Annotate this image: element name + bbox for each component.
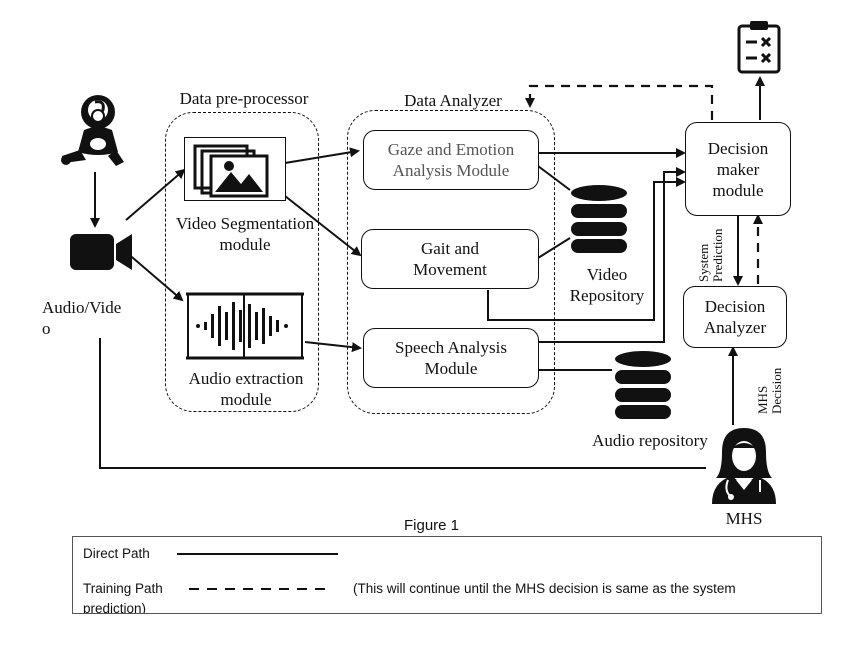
source-label: Audio/Vide o (42, 298, 122, 338)
legend-training-label: Training Path (83, 581, 163, 596)
legend-lines (177, 553, 338, 590)
checklist-icon (737, 20, 781, 74)
gait-movement-label: Gait and Movement (413, 239, 487, 279)
analyzer-group (347, 110, 555, 414)
video-repository-label: Video Repository (569, 265, 645, 305)
figure-caption: Figure 1 (404, 517, 460, 534)
arrow-camera-to-audio-extraction (125, 251, 184, 302)
audio-extraction-module: Audio extraction module (188, 369, 304, 409)
baby-icon (58, 92, 130, 170)
legend-box: Direct Path Training Path (This will con… (72, 536, 822, 614)
decision-analyzer-module: Decision Analyzer (683, 286, 787, 348)
audio-waveform-icon (186, 292, 304, 360)
database-icon (570, 184, 628, 254)
gaze-emotion-module: Gaze and Emotion Analysis Module (363, 130, 539, 190)
speech-analysis-module: Speech Analysis Module (363, 328, 539, 388)
speech-analysis-label: Speech Analysis Module (395, 338, 507, 378)
training-arrow-to-analyzer (525, 84, 714, 120)
database-icon (614, 350, 672, 420)
video-camera-icon (70, 230, 134, 274)
legend-direct-label: Direct Path (83, 546, 150, 561)
arrow-speech-to-decision (538, 167, 686, 343)
arrow-video-to-gaze (284, 147, 360, 164)
gaze-emotion-label: Gaze and Emotion Analysis Module (387, 140, 515, 180)
gait-movement-module: Gait and Movement (361, 229, 539, 289)
video-segmentation-module: Video Segmentation module (175, 214, 315, 254)
mhs-decision-label: MHS Decision (755, 367, 784, 414)
analyzer-title: Data Analyzer (404, 91, 502, 110)
preprocessor-group (165, 112, 319, 412)
arrow-audio-to-speech (304, 341, 362, 353)
arrow-camera-to-video-segmentation (125, 168, 186, 221)
decision-maker-module: Decision maker module (685, 122, 791, 216)
mhs-label: MHS (725, 509, 763, 528)
legend-note-continued: prediction) (83, 601, 147, 614)
image-gallery-icon (184, 137, 286, 201)
decision-maker-label: Decision maker module (707, 138, 769, 200)
legend-note: (This will continue until the MHS decisi… (353, 581, 736, 596)
decision-analyzer-label: Decision Analyzer (703, 297, 767, 337)
preprocessor-title: Data pre-processor (179, 89, 309, 108)
system-prediction-label: System Prediction (696, 228, 725, 282)
line-source-to-mhs (99, 338, 706, 469)
audio-repository-label: Audio repository (592, 431, 708, 450)
doctor-icon (706, 426, 782, 504)
